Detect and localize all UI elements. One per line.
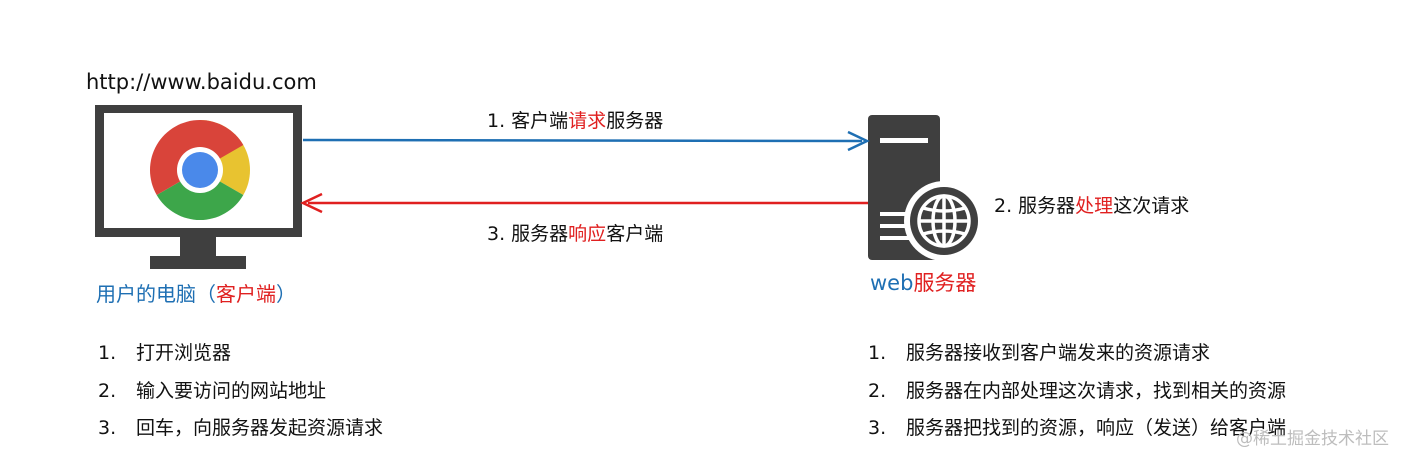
server-caption-prefix: web bbox=[870, 271, 914, 295]
globe-icon bbox=[917, 194, 971, 248]
list-item-number: 3. bbox=[868, 417, 887, 439]
process-label-suffix: 这次请求 bbox=[1113, 195, 1190, 217]
list-item-number: 2. bbox=[98, 380, 117, 402]
chrome-logo-icon bbox=[150, 120, 250, 220]
list-item-text: 打开浏览器 bbox=[136, 342, 232, 364]
server-icon bbox=[868, 115, 984, 261]
list-item-text: 服务器在内部处理这次请求，找到相关的资源 bbox=[906, 380, 1287, 402]
list-item: 2. 输入要访问的网站地址 bbox=[98, 376, 326, 403]
server-caption: web服务器 bbox=[870, 267, 976, 297]
list-item-number: 3. bbox=[98, 417, 117, 439]
response-label: 3. 服务器响应客户端 bbox=[487, 219, 663, 246]
request-label-highlight: 请求 bbox=[568, 110, 607, 132]
request-arrow bbox=[302, 130, 870, 152]
process-label: 2. 服务器处理这次请求 bbox=[994, 191, 1189, 218]
request-label-prefix: 1. 客户端 bbox=[487, 110, 569, 132]
list-item-text: 服务器把找到的资源，响应（发送）给客户端 bbox=[906, 417, 1287, 439]
client-caption-prefix: 用户的电脑（ bbox=[96, 282, 216, 306]
client-caption-suffix: ） bbox=[276, 282, 296, 306]
list-item-text: 输入要访问的网站地址 bbox=[136, 380, 327, 402]
list-item-number: 1. bbox=[98, 342, 117, 364]
client-caption-highlight: 客户端 bbox=[216, 282, 276, 306]
server-caption-highlight: 服务器 bbox=[913, 271, 977, 295]
list-item: 3. 回车，向服务器发起资源请求 bbox=[98, 413, 383, 440]
list-item: 3. 服务器把找到的资源，响应（发送）给客户端 bbox=[868, 413, 1286, 440]
response-label-prefix: 3. 服务器 bbox=[487, 223, 569, 245]
list-item-text: 服务器接收到客户端发来的资源请求 bbox=[906, 342, 1211, 364]
response-arrow bbox=[300, 192, 868, 214]
process-label-highlight: 处理 bbox=[1075, 195, 1114, 217]
response-label-highlight: 响应 bbox=[568, 223, 607, 245]
browser-url: http://www.baidu.com bbox=[86, 70, 317, 94]
list-item: 1. 打开浏览器 bbox=[98, 338, 231, 365]
request-label: 1. 客户端请求服务器 bbox=[487, 106, 663, 133]
process-label-prefix: 2. 服务器 bbox=[994, 195, 1076, 217]
list-item-text: 回车，向服务器发起资源请求 bbox=[136, 417, 384, 439]
list-item: 1. 服务器接收到客户端发来的资源请求 bbox=[868, 338, 1210, 365]
watermark: @稀土掘金技术社区 bbox=[1236, 429, 1389, 449]
list-item: 2. 服务器在内部处理这次请求，找到相关的资源 bbox=[868, 376, 1286, 403]
list-item-number: 2. bbox=[868, 380, 887, 402]
response-label-suffix: 客户端 bbox=[606, 223, 664, 245]
list-item-number: 1. bbox=[868, 342, 887, 364]
request-label-suffix: 服务器 bbox=[606, 110, 664, 132]
client-caption: 用户的电脑（客户端） bbox=[96, 278, 296, 307]
